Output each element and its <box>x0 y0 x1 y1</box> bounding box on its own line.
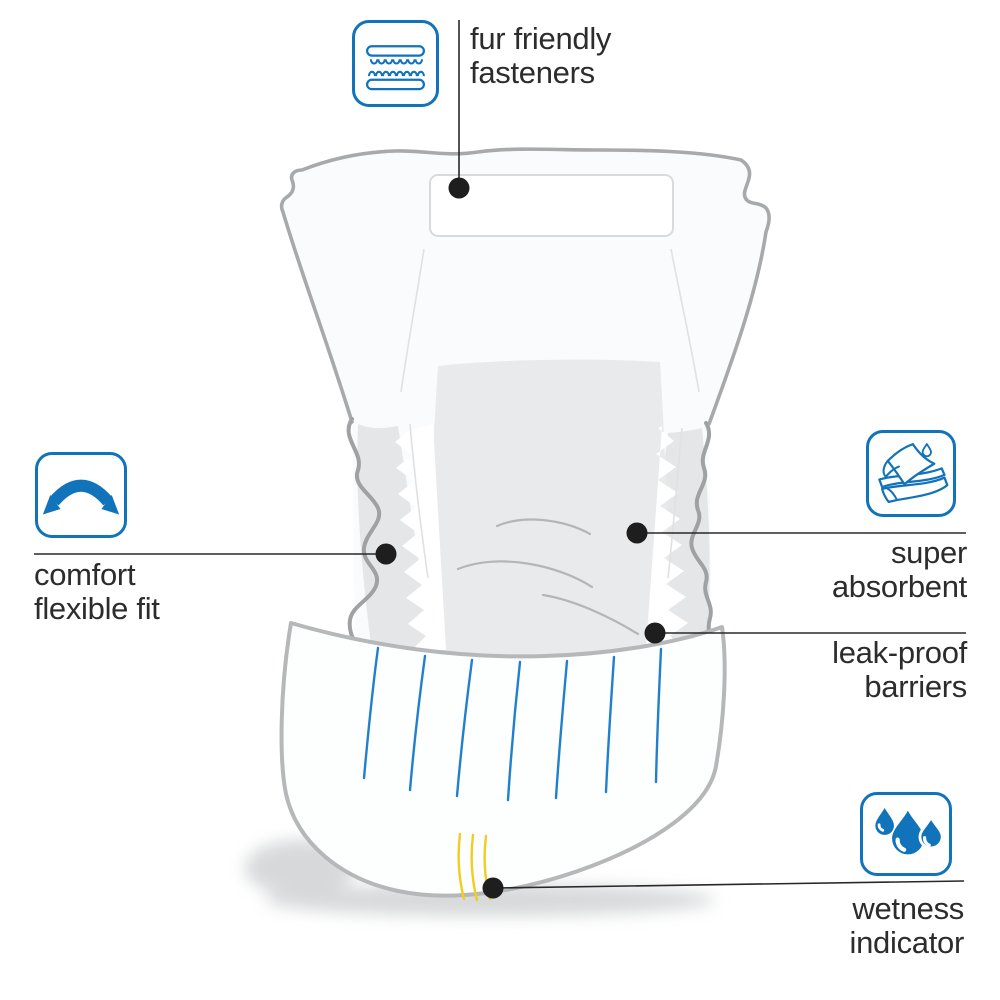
label-super-absorbent: super absorbent <box>832 536 967 604</box>
label-line: indicator <box>849 925 965 960</box>
callout-line-wetness <box>492 880 965 889</box>
label-leak-proof-barriers: leak-proof barriers <box>832 636 967 704</box>
right-leg-cuff <box>689 421 716 652</box>
absorbent-core <box>424 359 673 665</box>
label-line: fur friendly <box>470 21 612 56</box>
core-quilting-lines <box>456 518 640 636</box>
callout-lines <box>34 20 966 889</box>
fasteners-icon <box>352 20 439 107</box>
callout-dot-barriers <box>644 622 666 644</box>
callout-dots <box>375 177 666 899</box>
label-line: wetness <box>852 891 964 926</box>
fasteners-icon-glyph <box>365 45 426 91</box>
flap-elastic-lines <box>362 646 663 802</box>
label-comfort-flexible-fit: comfort flexible fit <box>34 558 160 626</box>
label-line: flexible fit <box>34 591 160 626</box>
label-line: barriers <box>864 669 967 704</box>
crease-lines <box>400 248 700 579</box>
flex-arrow-icon-glyph <box>42 479 120 515</box>
left-leg-cuff <box>346 417 382 652</box>
fastening-panel <box>429 174 674 237</box>
diaper-outline <box>279 147 771 426</box>
label-line: absorbent <box>831 569 967 604</box>
water-drops-icon-glyph <box>875 808 944 855</box>
absorbent-layers-icon <box>866 430 956 517</box>
callout-dot-absorbent <box>626 522 648 544</box>
flex-arrow-icon <box>35 452 127 538</box>
callout-dot-fasteners <box>448 177 470 199</box>
water-drops-icon <box>860 792 952 876</box>
label-line: leak-proof <box>832 635 967 670</box>
callout-dot-comfort <box>375 543 397 565</box>
label-fur-friendly-fasteners: fur friendly fasteners <box>470 22 611 90</box>
label-line: fasteners <box>470 55 595 90</box>
front-flap <box>279 621 727 898</box>
label-line: super <box>890 535 967 570</box>
callout-dot-wetness <box>482 877 504 899</box>
absorbent-layers-icon-glyph <box>878 442 949 504</box>
label-line: comfort <box>34 557 136 592</box>
label-wetness-indicator: wetness indicator <box>849 891 965 960</box>
